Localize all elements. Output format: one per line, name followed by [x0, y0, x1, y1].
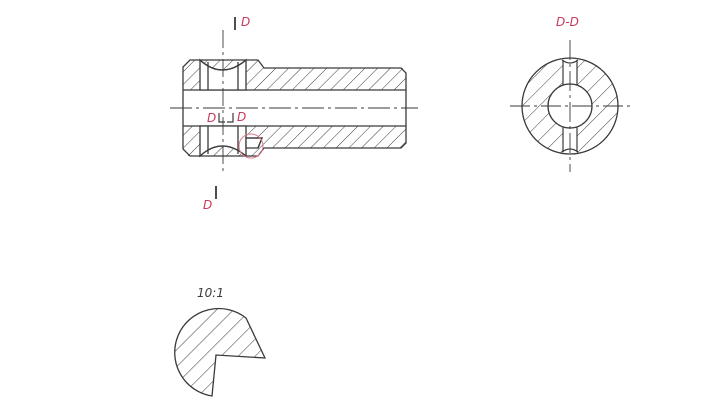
inner-section-mark-right: [227, 113, 234, 123]
label-inner-right: D: [237, 110, 246, 124]
detail-view: [174, 307, 267, 397]
section-dd-view: [510, 40, 630, 172]
outer-contour: [182, 59, 407, 157]
longitudinal-section-view: [170, 30, 418, 175]
detail-hatched-profile: [174, 307, 267, 397]
inner-section-mark-left: [218, 113, 225, 123]
label-section-view-title: D-D: [556, 15, 579, 29]
label-detail-scale: 10:1: [197, 286, 224, 300]
label-inner-left: D: [207, 111, 216, 125]
detail-circle: [238, 133, 264, 159]
label-section-bottom: D: [203, 198, 212, 212]
label-section-top: D: [241, 15, 250, 29]
